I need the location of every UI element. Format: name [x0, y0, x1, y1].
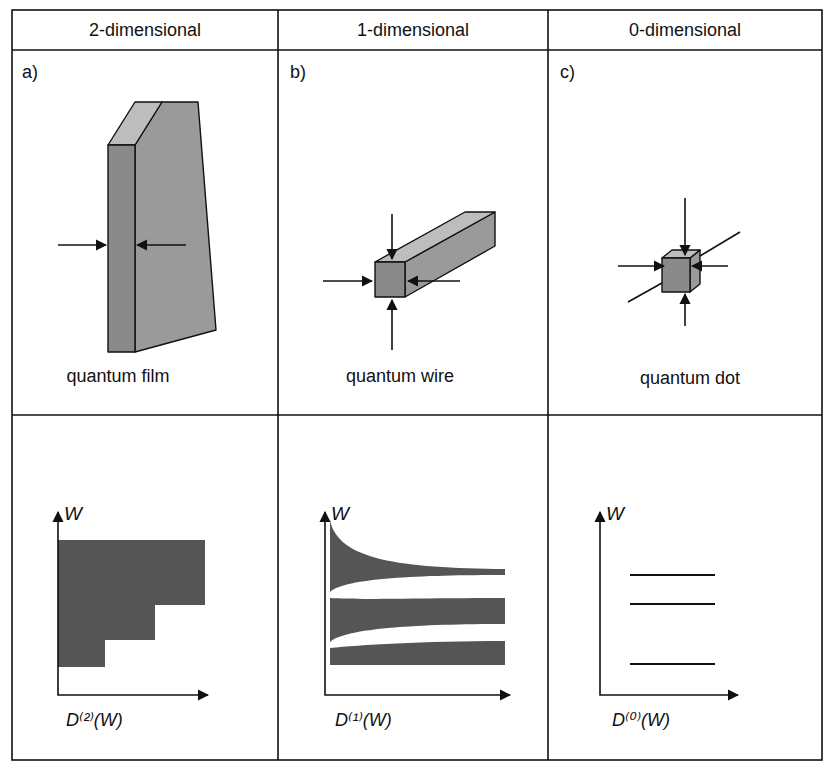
axis-line — [700, 232, 740, 256]
arrow — [391, 300, 393, 350]
arrow — [408, 280, 460, 282]
figure-caption: quantum dot — [640, 368, 740, 389]
arrow — [684, 198, 686, 255]
level-line — [630, 574, 715, 576]
axis-label: W — [606, 503, 624, 525]
film-edge — [108, 145, 135, 352]
dos-staircase — [58, 540, 205, 667]
confinement-arrows — [618, 198, 740, 326]
figure-caption: quantum film — [66, 366, 169, 387]
axis — [600, 512, 738, 695]
wire-top — [375, 212, 495, 262]
axis-label: D⁽¹⁾(W) — [335, 710, 392, 731]
panel-letter: b) — [290, 62, 306, 83]
column-header: 1-dimensional — [357, 20, 469, 41]
dos-gap — [330, 624, 505, 648]
film-top — [108, 102, 162, 145]
arrow — [391, 214, 393, 259]
table-rule — [277, 10, 279, 760]
dos-bands — [330, 520, 505, 665]
axis — [58, 512, 208, 695]
confinement-arrows — [323, 214, 460, 350]
arrow — [137, 244, 186, 246]
level-line — [630, 603, 715, 605]
axis-label: D⁽²⁾(W) — [66, 710, 123, 731]
table-rule — [12, 414, 822, 416]
film-figure — [108, 102, 216, 352]
table-grid — [12, 10, 822, 760]
panel-letter: a) — [22, 62, 38, 83]
arrow — [684, 294, 686, 326]
figure-caption: quantum wire — [346, 366, 454, 387]
axis-line — [628, 283, 662, 302]
arrow — [58, 244, 106, 246]
film-face — [135, 102, 216, 352]
dos-levels — [630, 575, 715, 664]
dot-figure — [662, 250, 700, 292]
arrow — [323, 280, 372, 282]
plot-axes — [58, 512, 738, 695]
wire-front — [375, 262, 405, 297]
table-rule — [547, 10, 549, 760]
dot-top — [662, 250, 700, 258]
dos-gap — [330, 575, 505, 599]
wire-figure — [375, 212, 495, 297]
column-header: 2-dimensional — [89, 20, 201, 41]
arrow — [692, 265, 728, 267]
confinement-arrows — [58, 244, 186, 246]
axis-label: W — [331, 503, 349, 525]
axis — [325, 512, 510, 695]
dot-front — [662, 258, 690, 292]
level-line — [630, 663, 715, 665]
axis-label: W — [64, 503, 82, 525]
axis-label: D⁽⁰⁾(W) — [612, 710, 670, 731]
arrow — [618, 265, 664, 267]
column-header: 0-dimensional — [629, 20, 741, 41]
panel-letter: c) — [560, 62, 575, 83]
table-border — [12, 10, 822, 760]
table-rule — [12, 49, 822, 51]
